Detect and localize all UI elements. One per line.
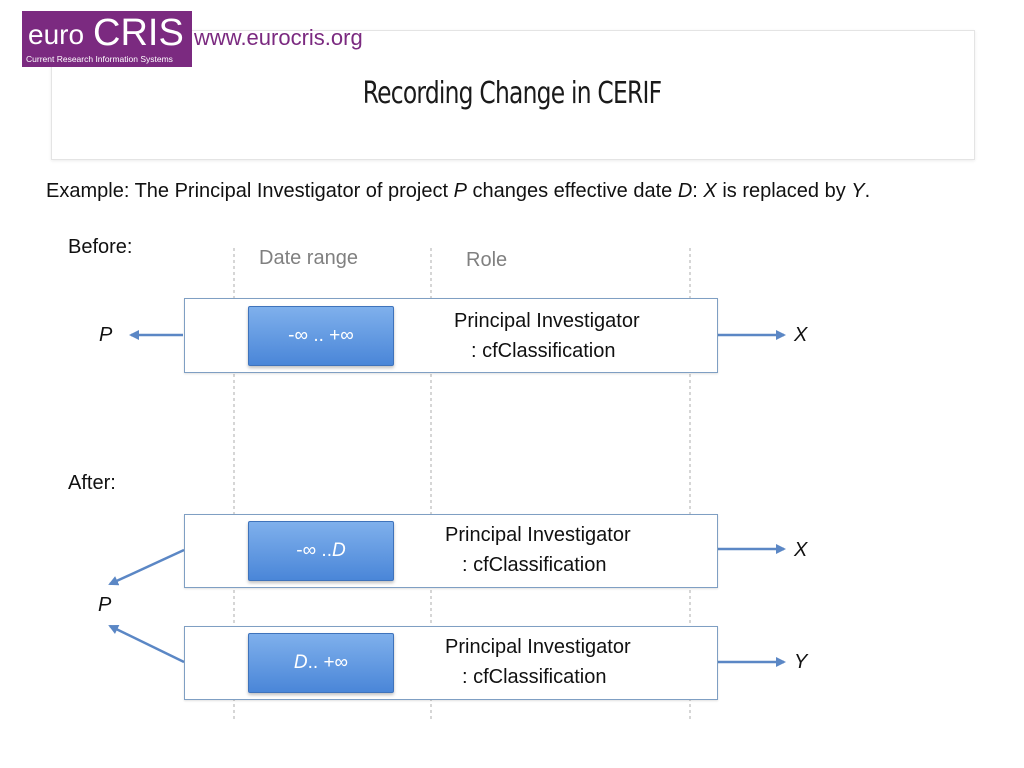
after-role-2: Principal Investigator : cfClassificatio… [445,632,631,692]
before-role-line2: : cfClassification [471,340,616,362]
title-panel [51,30,975,160]
after-role-1-line2: : cfClassification [462,554,607,576]
after-role-2-line2: : cfClassification [462,666,607,688]
after-role-1: Principal Investigator : cfClassificatio… [445,520,631,580]
logo-tagline: Current Research Information Systems [26,54,173,64]
eurocris-logo: euro CRIS Current Research Information S… [22,11,192,67]
after-target-y: Y [794,651,808,673]
after-role-2-line1: Principal Investigator [445,636,631,658]
before-target-x: X [794,324,808,346]
example-text: Example: The Principal Investigator of p… [46,180,871,202]
website-url[interactable]: www.eurocris.org [194,25,363,50]
logo-cris: CRIS [93,12,184,54]
after-date-range-pill-1: -∞ .. D [248,521,394,581]
before-source-p: P [99,324,113,346]
before-role: Principal Investigator : cfClassificatio… [454,306,640,366]
after-role-1-line1: Principal Investigator [445,524,631,546]
date-range-column-header: Date range [259,247,358,269]
role-column-header: Role [466,249,508,271]
after-row1-arrow-to-p [108,548,185,586]
before-date-range-pill: -∞ .. +∞ [248,306,394,366]
after-label: After: [68,472,116,494]
after-target-x: X [794,539,808,561]
before-role-line1: Principal Investigator [454,310,640,332]
logo-euro: euro [28,19,85,50]
before-label: Before: [68,236,133,258]
slide-title: Recording Change in CERIF [362,76,662,111]
after-row2-arrow-to-p [108,624,185,664]
after-source-p: P [98,594,112,616]
after-date-range-pill-2: D .. +∞ [248,633,394,693]
